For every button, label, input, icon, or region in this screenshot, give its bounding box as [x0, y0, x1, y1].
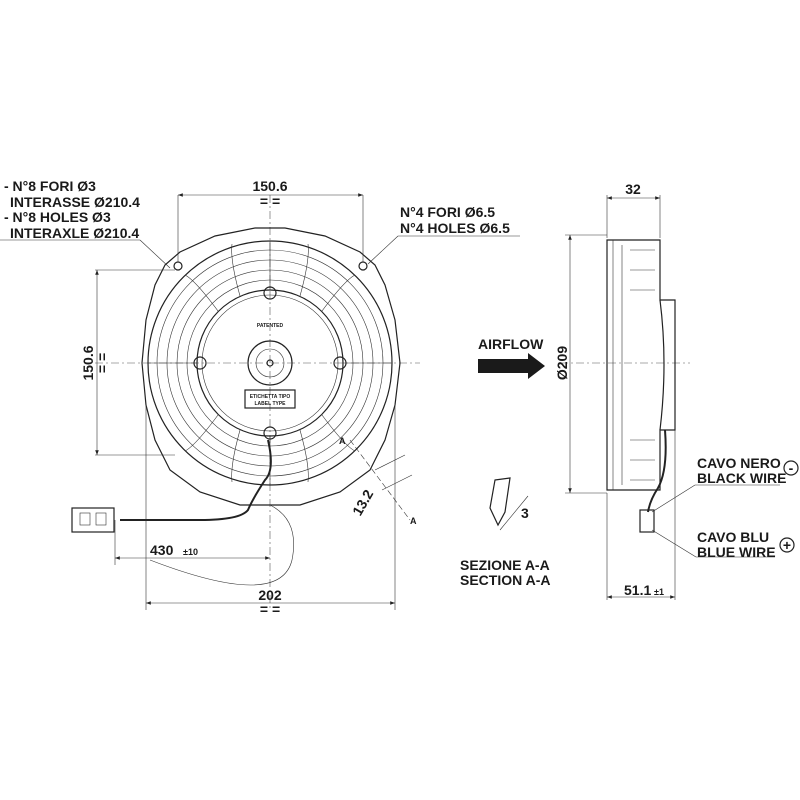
mount-hole [173, 261, 183, 271]
cable [120, 439, 272, 521]
cable-length-tolerance: ±10 [183, 547, 198, 557]
mount-holes-note-en: N°4 HOLES Ø6.5 [400, 220, 510, 236]
section-title-en: SECTION A-A [460, 572, 550, 588]
patented-mark: PATENTED [257, 323, 284, 329]
mount-hole [358, 261, 368, 271]
blue-wire-en: BLUE WIRE [697, 544, 776, 560]
width-dimension: 150.6 [252, 178, 287, 194]
label-type-box [244, 389, 296, 409]
positive-polarity: + [783, 537, 791, 553]
diameter-dimension: Ø209 [554, 346, 570, 380]
total-depth-tolerance: ±1 [654, 587, 664, 597]
symmetry-mark-bottom: = = [260, 601, 280, 617]
front-view: ETICHETTA TIPO LABEL TYPE PATENTED 150.6… [0, 178, 520, 617]
total-depth-dimension: 51.1 [624, 582, 651, 598]
negative-polarity: - [789, 460, 794, 476]
black-wire-en: BLACK WIRE [697, 470, 786, 486]
grille-spokes [148, 241, 392, 485]
section-title-it: SEZIONE A-A [460, 557, 550, 573]
mount-holes-note-it: N°4 FORI Ø6.5 [400, 204, 495, 220]
label-type-it: ETICHETTA TIPO [250, 394, 291, 400]
holes-note-en-2: INTERAXLE Ø210.4 [10, 225, 139, 241]
black-wire-it: CAVO NERO [697, 455, 781, 471]
label-type-en: LABEL TYPE [254, 401, 286, 407]
negative-polarity-icon [783, 460, 799, 476]
symmetry-mark-v: = = [94, 353, 110, 373]
airflow-arrow-icon [478, 353, 545, 379]
holes-note-en-1: - N°8 HOLES Ø3 [4, 209, 111, 225]
section-thickness-dimension: 3 [521, 505, 529, 521]
section-offset-dimension: 13.2 [349, 487, 377, 519]
overall-width-dimension: 202 [258, 587, 282, 603]
connector [71, 507, 115, 533]
holes-note-it-1: - N°8 FORI Ø3 [4, 178, 96, 194]
side-connector [639, 509, 655, 533]
section-marker-top: A [339, 436, 346, 446]
section-marker-bottom: A [410, 516, 417, 526]
side-view: 32 Ø209 51.1 ±1 CAVO NERO BLACK WIRE - C… [554, 181, 799, 600]
depth-dimension: 32 [625, 181, 641, 197]
holes-note-it-2: INTERASSE Ø210.4 [10, 194, 140, 210]
positive-polarity-icon [779, 537, 795, 553]
cable-length-dimension: 430 [150, 542, 174, 558]
airflow-label: AIRFLOW [478, 336, 544, 352]
section-a-a: 3 SEZIONE A-A SECTION A-A [460, 477, 550, 588]
height-dimension: 150.6 [80, 345, 96, 380]
blue-wire-it: CAVO BLU [697, 529, 769, 545]
airflow-indicator: AIRFLOW [478, 336, 545, 379]
symmetry-mark: = = [260, 193, 280, 209]
